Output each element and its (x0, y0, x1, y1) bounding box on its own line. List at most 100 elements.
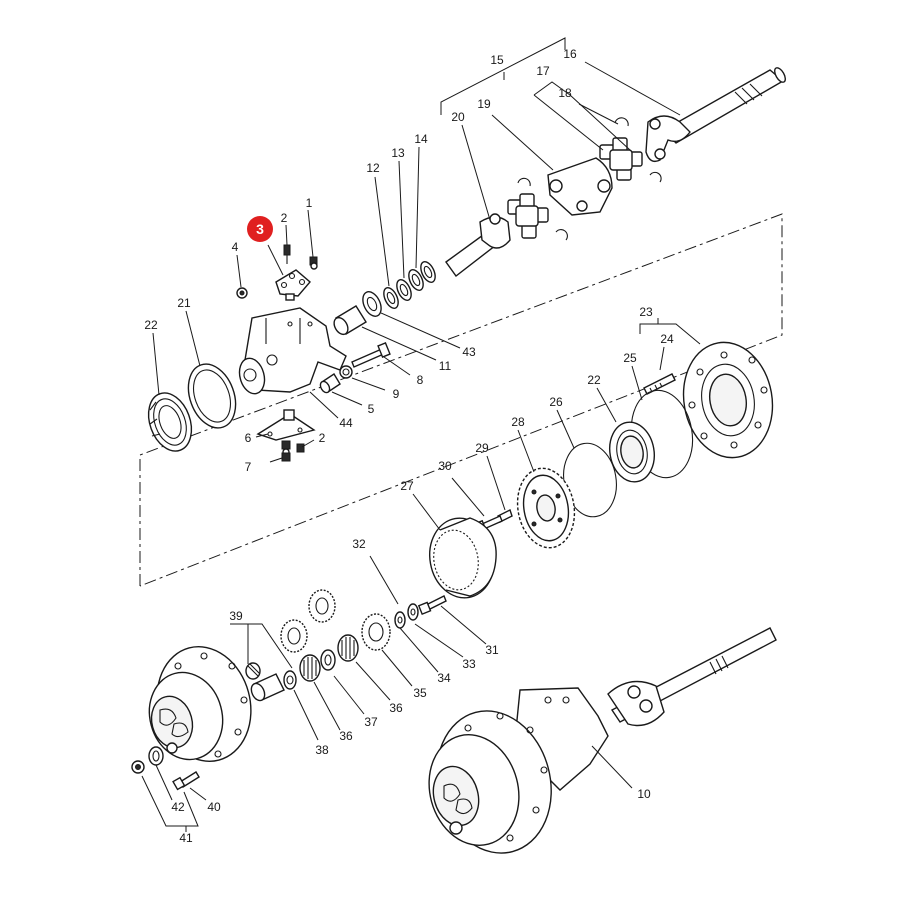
label-22: 22 (144, 318, 158, 332)
label-11: 11 (439, 359, 452, 373)
bolt-7[interactable] (269, 452, 291, 463)
label-10: 10 (637, 787, 651, 801)
ring-14[interactable] (406, 267, 426, 292)
label-1: 1 (306, 196, 313, 210)
planet-gear-36[interactable] (361, 613, 391, 651)
seal-43[interactable] (359, 289, 384, 319)
top-cover-plate-3[interactable] (275, 269, 311, 301)
seal-12[interactable] (381, 285, 401, 310)
label-24: 24 (660, 332, 674, 346)
label-12: 12 (366, 161, 380, 175)
label-43: 43 (462, 345, 476, 359)
grease-nipple-1[interactable] (309, 256, 318, 270)
drain-plug-42[interactable] (148, 746, 164, 766)
planet-carrier-housing[interactable] (140, 636, 264, 772)
label-40: 40 (207, 800, 221, 814)
label-23: 23 (639, 305, 653, 319)
bottom-cover-plate-6[interactable] (256, 409, 316, 441)
bolt-31[interactable] (417, 595, 447, 616)
label-32: 32 (352, 537, 366, 551)
badge-label: 3 (256, 221, 264, 237)
circlip-b[interactable] (555, 229, 568, 241)
bolt-8[interactable] (351, 342, 391, 368)
label-41: 41 (179, 831, 193, 845)
axle-end-assembly-10[interactable] (417, 627, 777, 866)
bearing-22-left[interactable] (141, 387, 199, 457)
washer-41[interactable] (131, 760, 145, 774)
seal-21[interactable] (180, 357, 244, 434)
label-35: 35 (413, 686, 427, 700)
label-34: 34 (437, 671, 451, 685)
label-31: 31 (485, 643, 499, 657)
bearing-22-right[interactable] (605, 419, 659, 486)
label-21: 21 (177, 296, 191, 310)
highlight-badge-3[interactable]: 3 (247, 216, 273, 242)
label-5: 5 (368, 402, 375, 416)
spacer-38[interactable] (283, 670, 297, 690)
label-20: 20 (451, 110, 465, 124)
circlip-18b[interactable] (649, 171, 662, 183)
label-2-bottom: 2 (319, 431, 326, 445)
circlip-a[interactable] (517, 177, 531, 187)
leader-lines (141, 37, 701, 832)
steering-knuckle-44[interactable] (236, 307, 347, 396)
label-6: 6 (245, 431, 252, 445)
label-44: 44 (339, 416, 353, 430)
axle-shaft-16[interactable] (645, 66, 787, 163)
label-16: 16 (563, 47, 577, 61)
plug-4[interactable] (236, 287, 248, 299)
label-33: 33 (462, 657, 476, 671)
label-27: 27 (400, 479, 414, 493)
washer-34[interactable] (394, 611, 406, 629)
nut-9[interactable] (339, 365, 353, 379)
washer-33[interactable] (407, 603, 419, 621)
label-2: 2 (281, 211, 288, 225)
label-37: 37 (364, 715, 378, 729)
spacer-37[interactable] (320, 649, 336, 671)
bolt-2-bottom[interactable] (296, 443, 305, 453)
planet-gear-mid[interactable] (280, 619, 308, 653)
bushing-11[interactable] (331, 305, 367, 337)
label-9: 9 (393, 387, 400, 401)
label-14: 14 (414, 132, 428, 146)
callout-labels: 1 2 4 5 6 7 8 9 10 11 12 13 14 15 16 17 … (144, 47, 674, 845)
ring-gear-carrier-28[interactable] (511, 464, 580, 553)
label-26: 26 (549, 395, 563, 409)
label-13: 13 (391, 146, 405, 160)
ring-gear-27[interactable] (424, 513, 501, 603)
label-18: 18 (558, 86, 572, 100)
label-4: 4 (232, 240, 239, 254)
bolt-40[interactable] (172, 771, 200, 791)
label-38: 38 (315, 743, 329, 757)
label-7: 7 (245, 460, 252, 474)
needle-bearing-36[interactable] (299, 654, 321, 682)
label-30: 30 (438, 459, 452, 473)
label-42: 42 (171, 800, 185, 814)
circlip-18[interactable] (614, 117, 629, 127)
bush-5[interactable] (319, 373, 341, 394)
double-yoke-housing-19[interactable] (547, 157, 613, 216)
stud-24[interactable] (643, 373, 676, 395)
label-25: 25 (623, 351, 637, 365)
wheel-hub-23[interactable] (675, 335, 782, 465)
ring-13[interactable] (394, 277, 414, 302)
label-22-right: 22 (587, 373, 601, 387)
label-39: 39 (229, 609, 243, 623)
label-28: 28 (511, 415, 525, 429)
label-36: 36 (389, 701, 403, 715)
label-8: 8 (417, 373, 424, 387)
ring-extra[interactable] (418, 259, 438, 284)
label-29: 29 (475, 441, 489, 455)
bolt-2-top[interactable] (283, 244, 291, 264)
label-17: 17 (536, 64, 550, 78)
universal-joint-cross-2[interactable] (507, 193, 549, 239)
group-boundary (139, 213, 783, 587)
needle-bearing-35[interactable] (337, 634, 359, 662)
stub-shaft-20[interactable] (445, 213, 511, 277)
universal-joint-cross-17[interactable] (599, 137, 643, 181)
planet-pin-39[interactable] (245, 662, 285, 703)
planet-gear-top[interactable] (308, 589, 336, 623)
label-36-lower: 36 (339, 729, 353, 743)
label-19: 19 (477, 97, 491, 111)
